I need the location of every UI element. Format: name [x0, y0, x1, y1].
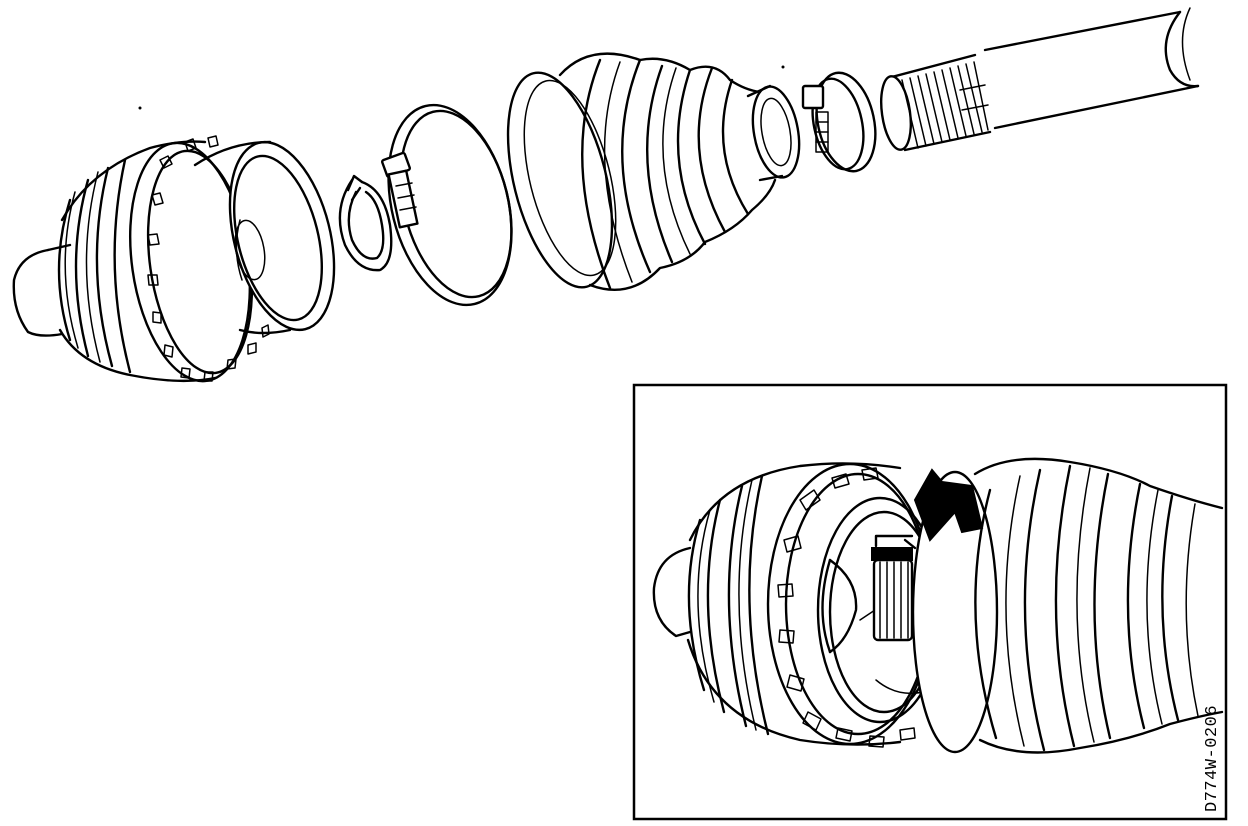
large-hose-clamp: [381, 103, 513, 307]
cv-joint-assembled: [652, 462, 946, 748]
outer-cv-joint: [12, 106, 336, 383]
circlip: [338, 174, 393, 272]
splined-axle-shaft: [880, 7, 1200, 152]
cv-boot: [506, 52, 801, 291]
boot-lip: [911, 457, 1224, 754]
small-hose-clamp: [801, 71, 877, 173]
detail-inset: [632, 383, 1228, 821]
reference-code: D774W-0206: [1203, 704, 1222, 812]
pointer-arrow: [913, 468, 984, 542]
